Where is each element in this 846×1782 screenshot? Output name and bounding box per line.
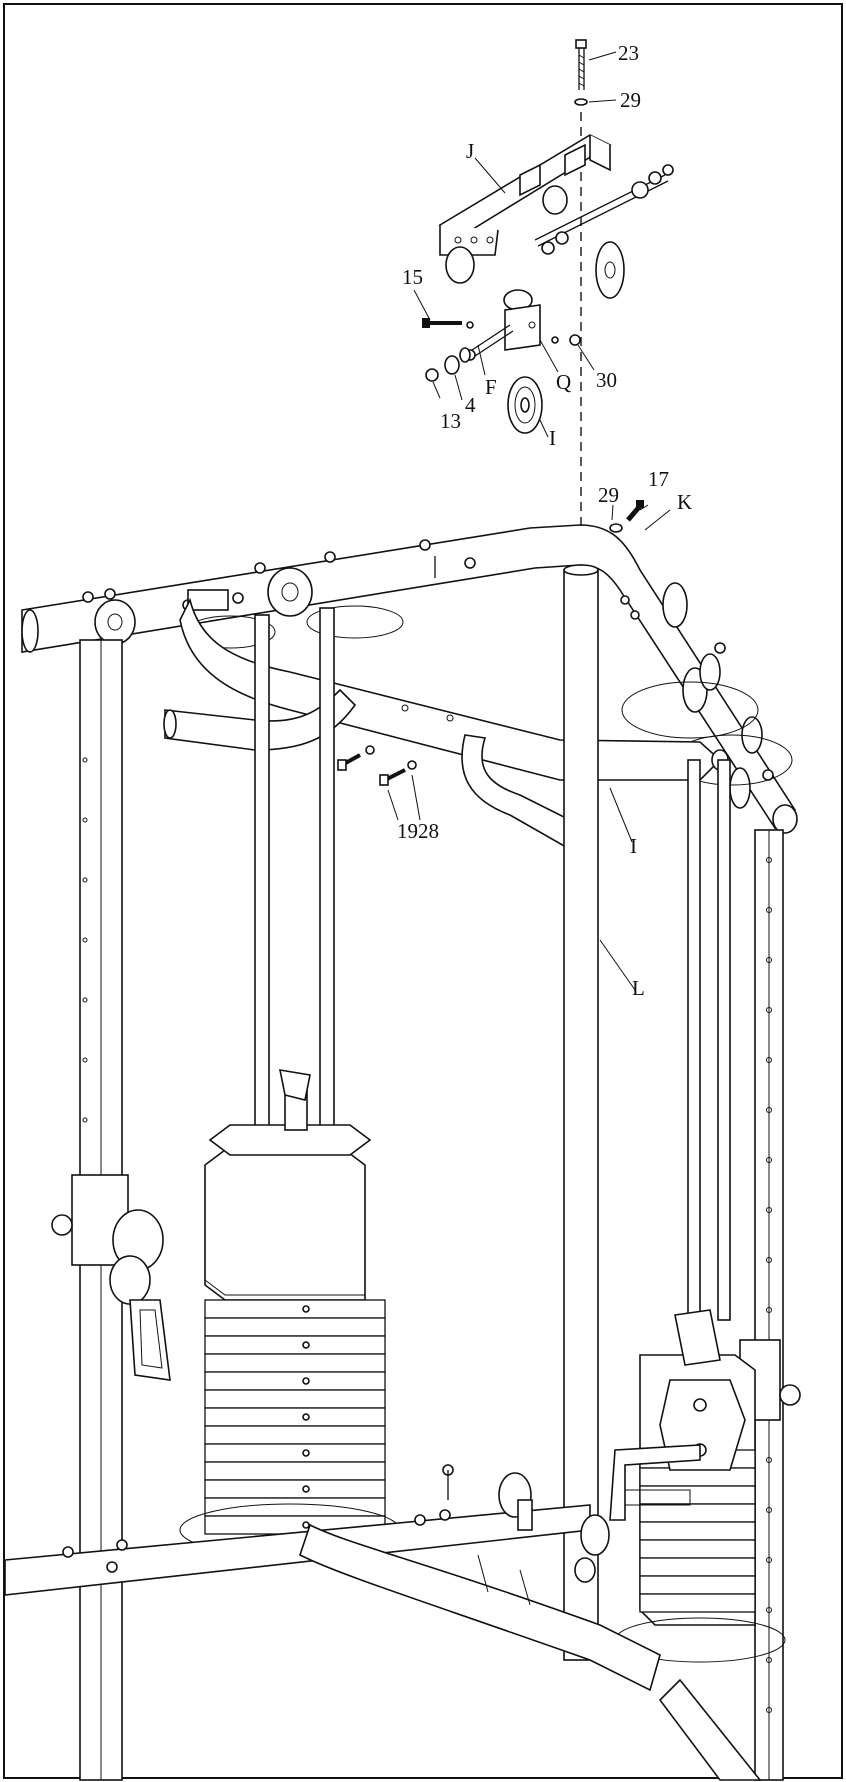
bolt-13-washer-4 [425, 347, 471, 382]
label-q: Q [556, 370, 571, 394]
pullup-bar-i [163, 597, 729, 856]
label-i: I [630, 834, 637, 858]
label-15: 15 [402, 265, 423, 289]
right-upright [687, 759, 801, 1781]
label-1928: 1928 [397, 819, 439, 843]
label-l: L [632, 976, 645, 1000]
bracket-j [438, 134, 612, 284]
pulley-parts-row [464, 289, 581, 361]
label-30: 30 [596, 368, 617, 392]
base-frame [4, 1464, 762, 1781]
right-weight-stack [609, 1309, 786, 1663]
label-17: 17 [648, 467, 669, 491]
bolt-15 [422, 318, 474, 329]
pulley-i-small [507, 376, 543, 434]
label-k: K [677, 490, 692, 514]
bolt-17-washer-29 [609, 500, 671, 533]
right-pulley-axle [534, 164, 674, 299]
frame-border [3, 3, 843, 1779]
label-13: 13 [440, 409, 461, 433]
left-guide-rods [254, 607, 335, 1156]
left-upright [51, 639, 171, 1781]
label-j: J [466, 139, 474, 163]
exploded-top-assembly: 23 29 J 15 F Q 30 13 4 I [402, 39, 674, 560]
label-4: 4 [465, 393, 476, 417]
center-post-l [563, 564, 636, 1661]
label-29-top: 29 [620, 88, 641, 112]
washer-29-top [574, 98, 588, 106]
leader-lines-top [413, 51, 617, 438]
label-23: 23 [618, 41, 639, 65]
bolt-23 [575, 39, 587, 90]
left-weight-stack [179, 1069, 401, 1557]
label-29: 29 [598, 483, 619, 507]
top-frame [21, 524, 798, 834]
label-f: F [485, 375, 497, 399]
label-i-pulley: I [549, 426, 556, 450]
